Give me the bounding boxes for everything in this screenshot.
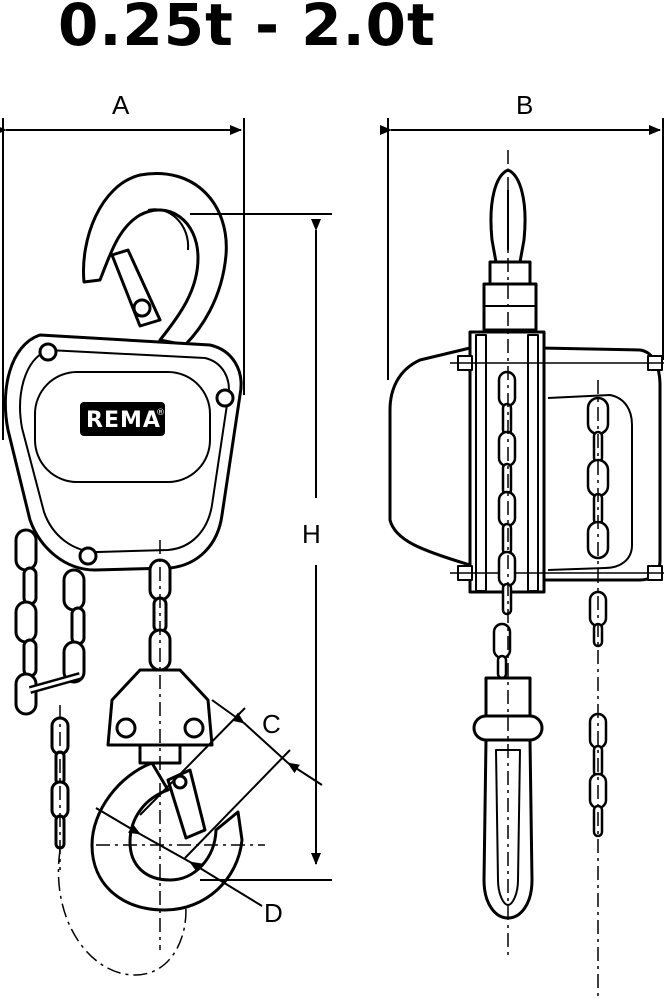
registered-mark: ® <box>156 408 165 418</box>
side-view <box>380 118 664 1000</box>
capacity-title: 0.25t - 2.0t <box>58 0 436 59</box>
dimension-a-label: A <box>112 90 130 120</box>
side-centerlines <box>507 150 599 1000</box>
dimension-h-label: H <box>302 519 321 549</box>
bottom-hook <box>90 668 244 912</box>
side-chains <box>492 370 610 838</box>
dimension-d-label: D <box>264 898 283 928</box>
side-housing <box>388 330 664 594</box>
dimension-c-label: C <box>262 709 281 739</box>
dimension-a <box>0 118 245 440</box>
dimension-d <box>95 807 263 907</box>
dimension-h <box>190 213 332 881</box>
front-centerlines <box>59 540 265 950</box>
dimension-c <box>139 699 323 859</box>
brand-logo: REMA <box>86 408 161 433</box>
dimension-b-label: B <box>516 90 533 120</box>
top-hook <box>81 172 228 347</box>
dimension-b <box>380 118 664 380</box>
front-view: REMA ® <box>0 118 332 976</box>
hoist-body <box>3 333 243 572</box>
top-hook-side <box>482 168 538 332</box>
hand-chain-left <box>14 528 86 716</box>
brand-badge: REMA ® <box>80 402 165 436</box>
